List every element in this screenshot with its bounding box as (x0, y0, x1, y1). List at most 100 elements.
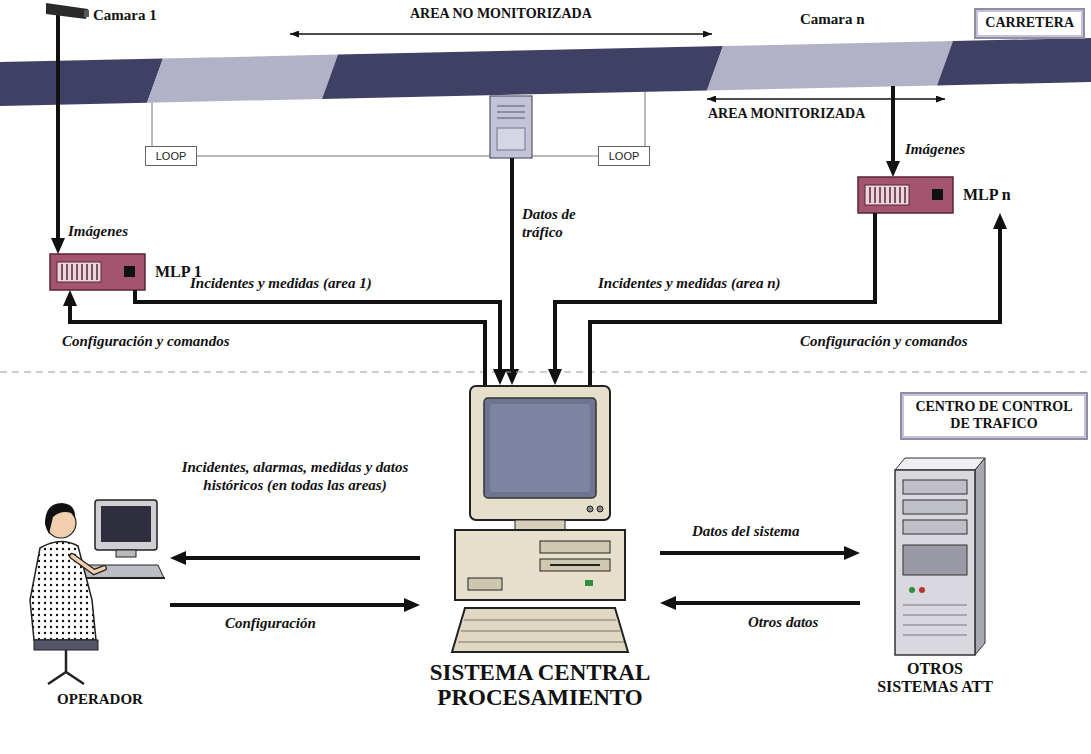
operator-arm-skin (72, 556, 104, 572)
flow-label: Incidentes, alarmas, medidas y datos his… (178, 458, 412, 494)
node-label: CARRETERA (985, 15, 1074, 32)
area-span-arrow (707, 98, 945, 100)
operator-screen (101, 506, 151, 542)
mlp-device (858, 177, 953, 213)
operator-hair (45, 503, 75, 534)
flow-label: Otros datos (748, 613, 818, 631)
screen-glow (490, 404, 590, 492)
operator-chair (34, 640, 98, 650)
monitor-stand (515, 520, 565, 530)
server-illustration (895, 458, 985, 655)
mlp-unit: MLP 1 (50, 254, 202, 290)
road-segment (707, 41, 953, 90)
cabinet-vent (497, 118, 525, 119)
server-front (895, 470, 975, 655)
loop-wiring (152, 92, 645, 156)
flow-label: Incidentes y medidas (area 1) (190, 274, 372, 292)
zone-separator (0, 371, 1091, 372)
flow-arrow (555, 213, 875, 377)
road-band (0, 38, 1091, 106)
server-bay (903, 480, 967, 494)
flow-arrow (170, 603, 412, 607)
operator-station: OPERADOR (30, 495, 170, 708)
cabinet-body (490, 96, 532, 158)
mlp-device (50, 254, 145, 290)
desktop-case (455, 530, 625, 600)
loop-wire (645, 92, 646, 146)
node-label: Camara 1 (93, 7, 157, 24)
road-segment (322, 46, 723, 99)
image-arrow (891, 86, 895, 169)
drive-bay (540, 541, 610, 553)
operator-illustration (30, 500, 165, 684)
flow-label: Datos del sistema (692, 522, 800, 540)
camera-lens (84, 10, 89, 17)
server-led (909, 587, 915, 593)
node-label: MLP n (963, 186, 1011, 204)
keyboard (452, 608, 628, 652)
floppy-slot (550, 564, 600, 566)
traffic-data-arrow (510, 158, 514, 377)
operator-arm (72, 556, 104, 572)
loop-detector: LOOP (145, 146, 197, 166)
server-top (895, 458, 985, 470)
flow-label: Imágenes (905, 140, 965, 158)
mlp-led (932, 189, 943, 200)
cabinet-vent (497, 106, 525, 107)
flow-arrow (668, 601, 860, 605)
operator-body (30, 541, 96, 640)
node-label: LOOP (146, 150, 196, 162)
loop-wire (152, 103, 153, 146)
cabinet-vent (497, 112, 525, 113)
server-bay (903, 500, 967, 514)
flow-arrow (178, 556, 420, 560)
node-label: SISTEMA CENTRAL PROCESAMIENTO (420, 660, 660, 711)
cabinet-door (497, 128, 525, 150)
monitor-button (587, 506, 593, 512)
camera-icon (46, 3, 89, 30)
power-panel (468, 578, 502, 590)
road-segment (147, 55, 338, 103)
monitor-button (597, 506, 603, 512)
operator-monitor-stand (116, 550, 136, 557)
mlp-slots (62, 264, 97, 280)
operator-monitor (95, 500, 157, 550)
camera-body (46, 3, 88, 19)
camera-node: Camara 1 (35, 0, 157, 30)
chair-legs (48, 650, 84, 684)
area-label: AREA NO MONITORIZADA (410, 6, 592, 23)
monitor-case (470, 386, 610, 520)
server-side (975, 458, 985, 655)
monitor-screen (484, 398, 596, 498)
flow-label: Configuración y comandos (800, 332, 968, 350)
area-label: AREA MONITORIZADA (708, 106, 865, 123)
node-label: OTROS SISTEMAS ATT (870, 660, 1000, 697)
flow-label: Incidentes y medidas (area n) (598, 274, 780, 292)
server-bay (903, 520, 967, 534)
mlp-case (50, 254, 145, 290)
server-vents (903, 605, 967, 635)
node-label: LOOP (599, 150, 649, 162)
control-center-box: CENTRO DE CONTROL DE TRAFICO (900, 392, 1088, 440)
road-title-box: CARRETERA (974, 8, 1085, 39)
flow-arrow (660, 551, 852, 555)
keyboard-keys (458, 620, 624, 642)
flow-arrow (590, 221, 1000, 385)
loop-wire (532, 156, 598, 157)
node-label: OPERADOR (30, 690, 170, 708)
node-label: CENTRO DE CONTROL DE TRAFICO (911, 399, 1077, 433)
server-led (919, 587, 925, 593)
mlp-case (858, 177, 953, 213)
flow-label: Configuración (225, 614, 316, 632)
mlp-led (124, 266, 135, 277)
area-span-arrow (290, 33, 712, 35)
road-segment (0, 58, 163, 106)
road-segment (937, 38, 1091, 85)
flow-arrow (56, 30, 60, 246)
mlp-slots (870, 187, 905, 203)
flow-label: Datos de tráfico (522, 205, 600, 241)
